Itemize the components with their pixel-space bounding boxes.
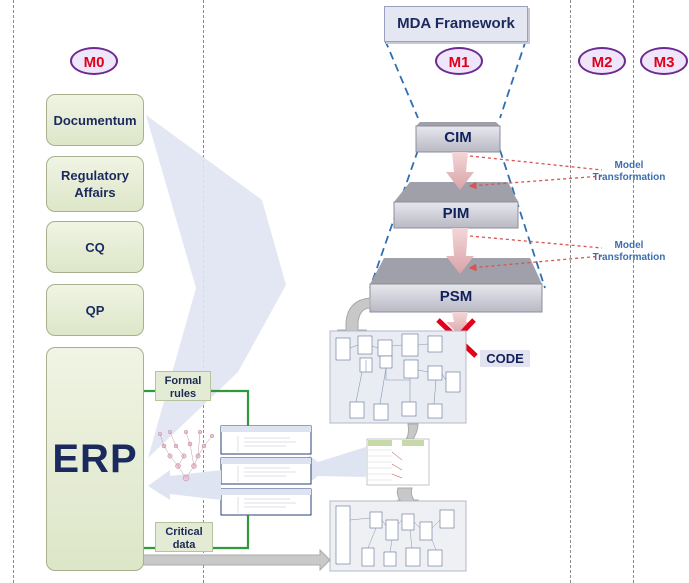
lane-divider xyxy=(13,0,14,583)
documentum-box: Documentum xyxy=(46,94,144,146)
formal-rules-line1: Formal xyxy=(164,375,202,387)
regulatory-affairs-label: Regulatory Affairs xyxy=(61,167,129,201)
arrow-cim-pim xyxy=(446,152,474,190)
regulatory-affairs-box: Regulatory Affairs xyxy=(46,156,144,212)
pim-label: PIM xyxy=(442,205,470,222)
transformation-1-line2: Transformation xyxy=(592,172,666,183)
transformation-2-line1: Model xyxy=(614,240,644,251)
erp-to-db-arrow xyxy=(140,548,331,572)
critical-data-line2: data xyxy=(172,539,196,551)
cim-label: CIM xyxy=(444,129,472,146)
lane-divider xyxy=(633,0,634,583)
qp-box: QP xyxy=(46,284,144,336)
documentum-label: Documentum xyxy=(53,112,137,128)
lane-divider xyxy=(570,0,571,583)
funnel-left-lower xyxy=(369,149,419,289)
psm-label: PSM xyxy=(439,288,473,305)
arrow-psm-code xyxy=(446,312,474,336)
model-transformation-label-2: Model Transformation xyxy=(584,240,674,264)
erp-box: ERP xyxy=(46,347,144,571)
cq-label: CQ xyxy=(85,239,105,255)
level-m2-label: M2 xyxy=(578,47,626,75)
funnel-right-lower xyxy=(499,149,546,289)
funnel-left-upper xyxy=(384,39,419,119)
mda-framework-title: MDA Framework xyxy=(384,6,528,42)
formal-rules-tag: Formal rules xyxy=(155,371,211,401)
mapping-table-thumbnail xyxy=(366,438,430,486)
class-diagram-thumbnail xyxy=(329,330,467,424)
erp-label: ERP xyxy=(52,436,138,481)
regulatory-affairs-line2: Affairs xyxy=(74,185,116,200)
level-m3-label: M3 xyxy=(640,47,688,75)
arrow-pim-psm xyxy=(446,228,474,274)
big-flow-arrow xyxy=(146,115,286,458)
critical-data-line1: Critical xyxy=(165,526,203,538)
rules-tree xyxy=(157,429,215,482)
qp-label: QP xyxy=(85,302,105,318)
formal-rules-line2: rules xyxy=(169,388,197,400)
regulatory-affairs-line1: Regulatory xyxy=(61,168,129,183)
level-m0-label: M0 xyxy=(70,47,118,75)
model-transformation-label-1: Model Transformation xyxy=(584,160,674,184)
funnel-right-upper xyxy=(499,39,527,119)
model-reference-sheets xyxy=(220,425,312,516)
cq-box: CQ xyxy=(46,221,144,273)
transformation-2-line2: Transformation xyxy=(592,252,666,263)
critical-data-tag: Critical data xyxy=(155,522,213,552)
level-m1-label: M1 xyxy=(435,47,483,75)
code-label: CODE xyxy=(480,350,530,367)
transformation-1-line1: Model xyxy=(614,160,644,171)
database-diagram-thumbnail xyxy=(329,500,467,572)
